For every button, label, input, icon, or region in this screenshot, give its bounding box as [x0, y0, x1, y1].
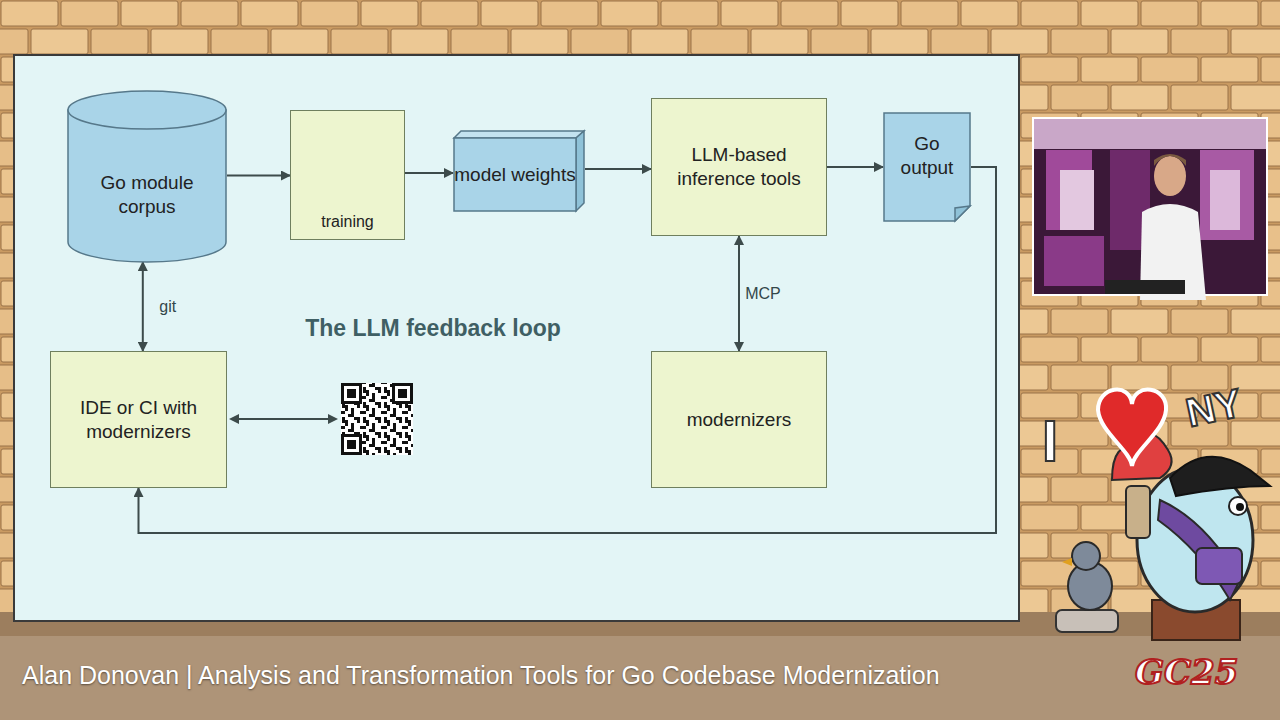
edge-label: MCP: [745, 285, 781, 303]
process-box: modernizers: [651, 351, 827, 488]
node-text: model weights: [454, 163, 575, 187]
qr-link-arrow: [229, 414, 338, 424]
connector-arrow: [142, 262, 144, 351]
banner: [0, 636, 1280, 720]
connector-arrow: [405, 172, 453, 174]
process-box: training: [290, 110, 405, 240]
mascot-illustration: [1056, 390, 1270, 640]
connector-arrow: [585, 168, 651, 170]
connector-arrow: [738, 236, 740, 351]
speaker-video: [1032, 117, 1268, 300]
diagram-title: The LLM feedback loop: [305, 315, 561, 342]
node-text: IDE or CI with modernizers: [61, 396, 216, 444]
connector-arrow: [139, 167, 997, 533]
connector-arrow: [827, 166, 883, 168]
process-box: IDE or CI with modernizers: [50, 351, 227, 488]
node-text: Go module corpus: [73, 171, 221, 219]
node-text: LLM-based inference tools: [662, 143, 816, 191]
sign-letter: I: [1042, 407, 1058, 474]
process-box: LLM-based inference tools: [651, 98, 827, 236]
edge-label: git: [159, 298, 176, 316]
node-text: modernizers: [687, 408, 792, 432]
qr-code: [341, 383, 413, 455]
event-logo: GC25: [1135, 652, 1238, 692]
database-cylinder: Go module corpus: [67, 90, 227, 262]
data-box: model weights: [453, 130, 585, 212]
node-text: Go output: [887, 132, 967, 180]
node-text: training: [321, 212, 373, 232]
connector-arrow: [227, 175, 290, 177]
document-shape: Go output: [883, 112, 971, 222]
slide-panel: [14, 55, 1019, 621]
banner-text: Alan Donovan | Analysis and Transformati…: [22, 661, 940, 690]
